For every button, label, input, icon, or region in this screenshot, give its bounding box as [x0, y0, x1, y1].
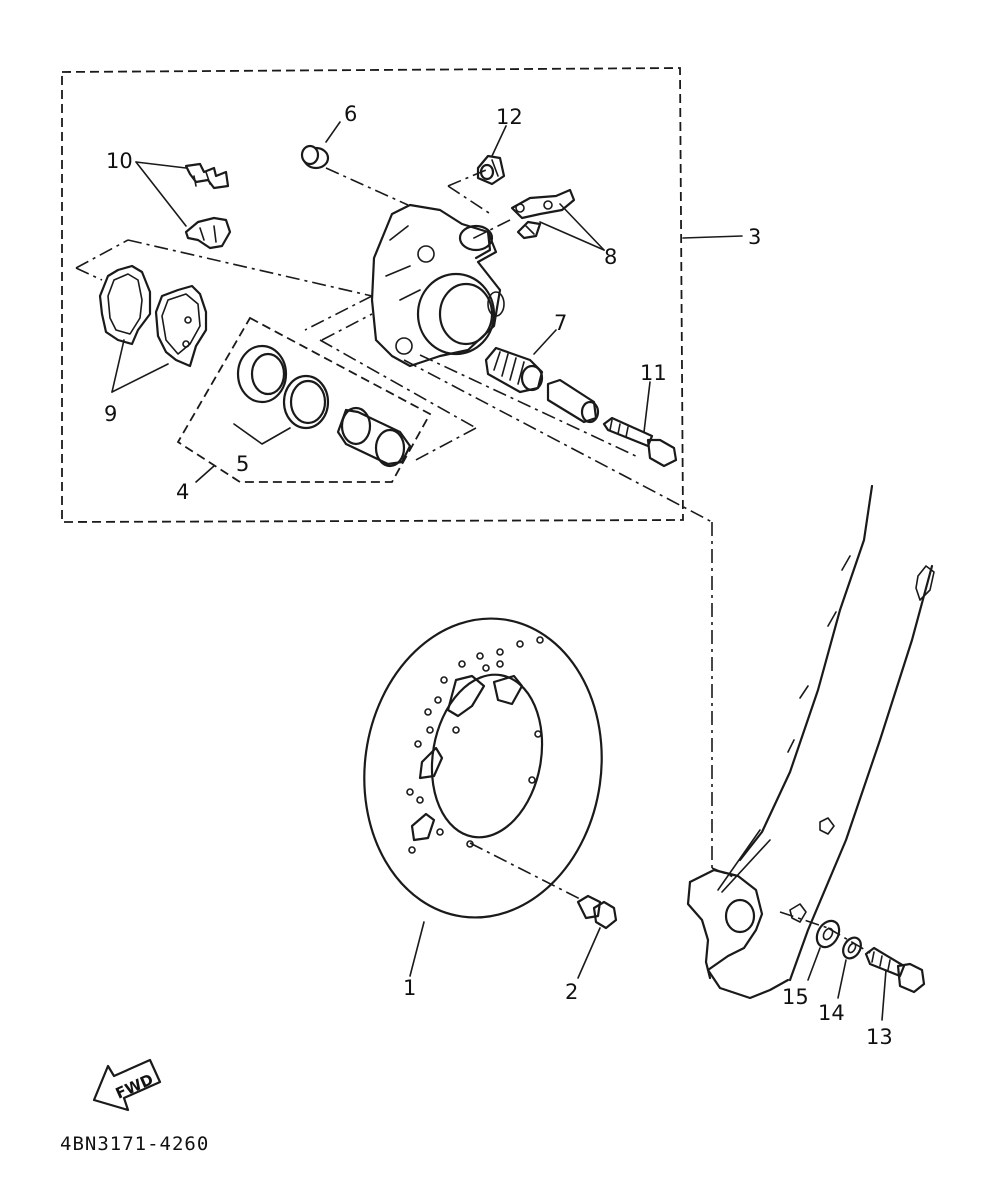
- bolt-part-11: [602, 416, 678, 468]
- bleed-cap-part-12: [476, 154, 506, 186]
- label-7: 7: [554, 311, 567, 335]
- brake-disc-part-1: [363, 617, 603, 977]
- brake-pads-part-9: [98, 264, 208, 393]
- label-6: 6: [344, 102, 357, 126]
- axle-bolt-part-13: [864, 946, 926, 1021]
- label-4: 4: [176, 480, 189, 504]
- drawing-code: 4BN3171-4260: [60, 1133, 209, 1155]
- piston-seals-part-5: [236, 344, 330, 430]
- fwd-arrow: FWD: [92, 1058, 162, 1112]
- disc-bolt-part-2: [576, 894, 618, 979]
- piston-kit-box: [176, 316, 432, 483]
- piston: [336, 406, 412, 468]
- label-1: 1: [403, 976, 416, 1000]
- label-14: 14: [818, 1001, 845, 1025]
- label-2: 2: [565, 980, 578, 1004]
- label-8: 8: [604, 245, 617, 269]
- label-12: 12: [496, 105, 523, 129]
- label-15: 15: [782, 985, 809, 1009]
- label-13: 13: [866, 1025, 893, 1049]
- cap-part-6: [300, 144, 330, 170]
- fwd-label: FWD: [113, 1070, 156, 1102]
- seal-kit-bracket: [233, 423, 291, 445]
- caliper-body-part-3: [370, 203, 505, 368]
- label-9: 9: [104, 402, 117, 426]
- front-fork-leg: [686, 484, 935, 1000]
- pad-spring-part-10: [184, 162, 232, 250]
- leaders: [135, 121, 651, 483]
- boot-part-7: [484, 346, 544, 394]
- label-11: 11: [640, 361, 667, 385]
- part-labels: 1 2 3 4 5 6 7 8 9 10 11 12 13 14 15: [104, 102, 893, 1049]
- label-5: 5: [236, 452, 249, 476]
- label-3: 3: [748, 225, 761, 249]
- washer-part-15: [807, 919, 841, 981]
- bushing: [546, 378, 600, 424]
- caliper-assembly-box: [61, 67, 684, 523]
- lock-washer-part-14: [837, 936, 862, 999]
- label-10: 10: [106, 149, 133, 173]
- leader-3: [682, 235, 743, 239]
- fitting-part-8: [510, 188, 576, 240]
